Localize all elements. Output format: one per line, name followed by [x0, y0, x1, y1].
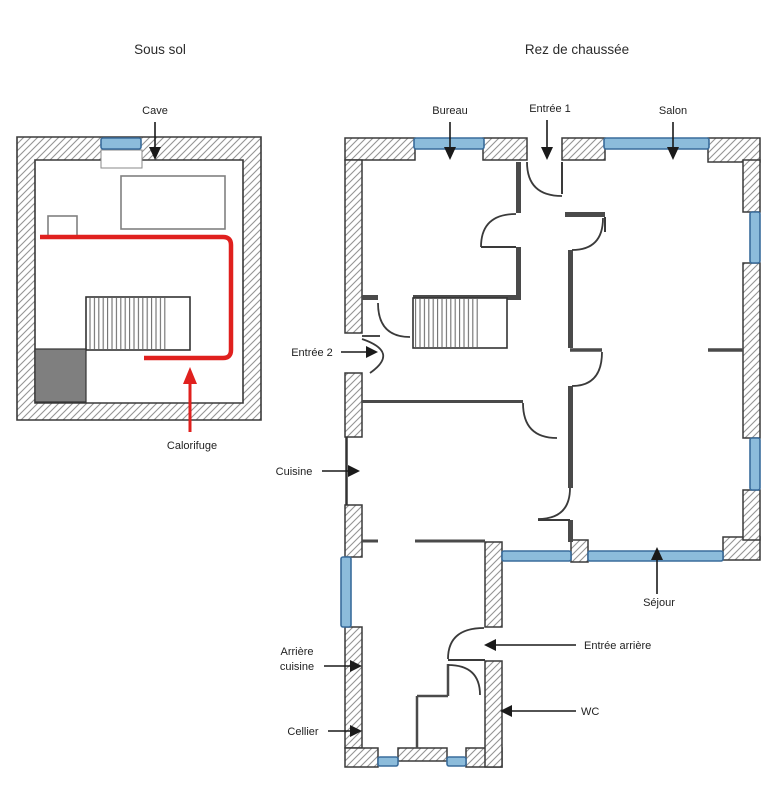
arriere-cuisine-arrow: [324, 660, 362, 672]
wall-segment: [707, 137, 761, 163]
title-rez-de-chaussee: Rez de chaussée: [525, 42, 629, 57]
wall-segment: [742, 262, 761, 439]
wall-segment: [344, 159, 363, 334]
door-arc-sejour-lower: [537, 487, 571, 520]
label-calorifuge: Calorifuge: [167, 440, 217, 452]
label-entree-1: Entrée 1: [529, 103, 571, 115]
wall-segment: [344, 137, 416, 161]
entree2-arrow: [341, 346, 378, 358]
wall-segment: [484, 660, 503, 768]
basement-stairs: [85, 296, 191, 351]
heating-pipe: [40, 234, 234, 361]
basement-exterior-wall: [16, 136, 262, 421]
door-arc-entree-2: [361, 338, 384, 374]
cuisine-arrow: [322, 465, 360, 477]
wc-partition: [415, 664, 450, 748]
basement-dark-block: [34, 348, 87, 403]
door-arcs: [361, 161, 604, 696]
window: [340, 556, 352, 628]
door-arc-cuisine: [522, 402, 558, 439]
door-arc-entree-1: [526, 161, 563, 197]
windows: [340, 137, 761, 767]
labels: Sous sol Rez de chaussée Cave Calorifuge…: [134, 42, 687, 738]
door-arc-sejour-upper: [571, 351, 603, 387]
basement-box-small: [47, 215, 78, 237]
cave-window-niche: [100, 149, 143, 169]
label-cave: Cave: [142, 105, 168, 117]
cave-window: [100, 137, 142, 150]
cellier-arrow: [328, 725, 362, 737]
basement-box-large: [120, 175, 226, 230]
door-arc-wc: [447, 664, 481, 696]
title-sous-sol: Sous sol: [134, 42, 186, 57]
label-entree-arriere: Entrée arrière: [584, 640, 651, 652]
window: [446, 756, 467, 767]
entree-arriere-arrow: [484, 639, 576, 651]
label-arriere-cuisine-line1: Arrière: [280, 646, 313, 658]
window: [749, 211, 761, 264]
wall-segment: [344, 504, 363, 558]
wall-segment: [742, 159, 761, 213]
window: [749, 437, 761, 491]
label-bureau: Bureau: [432, 105, 467, 117]
label-arrows: [322, 120, 679, 737]
bureau-arrow: [444, 122, 456, 160]
entree1-arrow: [541, 120, 553, 160]
door-arc-hall: [377, 302, 411, 338]
door-arc-salon: [571, 217, 604, 251]
window: [603, 137, 710, 150]
sejour-arrow: [651, 547, 663, 594]
wall-segment: [570, 539, 589, 563]
window: [377, 756, 399, 767]
label-cuisine: Cuisine: [276, 466, 313, 478]
ground-floor-plan: [322, 120, 761, 768]
wall-segment: [344, 747, 379, 768]
wall-segment: [344, 372, 363, 438]
wall-segment: [742, 489, 761, 541]
label-entree-2: Entrée 2: [291, 347, 333, 359]
exterior-walls: [344, 137, 761, 768]
basement-plan: [16, 122, 262, 432]
wall-segment: [482, 137, 528, 161]
wall-segment: [484, 541, 503, 628]
calorifuge-arrow: [183, 367, 197, 432]
door-arc-bureau: [480, 213, 517, 248]
door-leaves: [448, 162, 606, 661]
label-salon: Salon: [659, 105, 687, 117]
label-cellier: Cellier: [287, 726, 319, 738]
label-wc: WC: [581, 706, 599, 718]
door-arc-entree-arriere: [447, 627, 485, 660]
wc-arrow: [500, 705, 576, 717]
salon-arrow: [667, 122, 679, 160]
window: [501, 550, 572, 562]
interior-walls: [362, 162, 743, 543]
cave-arrow: [149, 122, 161, 160]
wall-segment: [722, 536, 761, 561]
ground-floor-stairs: [412, 297, 508, 349]
label-sejour: Séjour: [643, 597, 675, 609]
wall-segment: [561, 137, 606, 161]
wall-segment: [397, 747, 448, 762]
label-arriere-cuisine-line2: cuisine: [280, 661, 314, 673]
